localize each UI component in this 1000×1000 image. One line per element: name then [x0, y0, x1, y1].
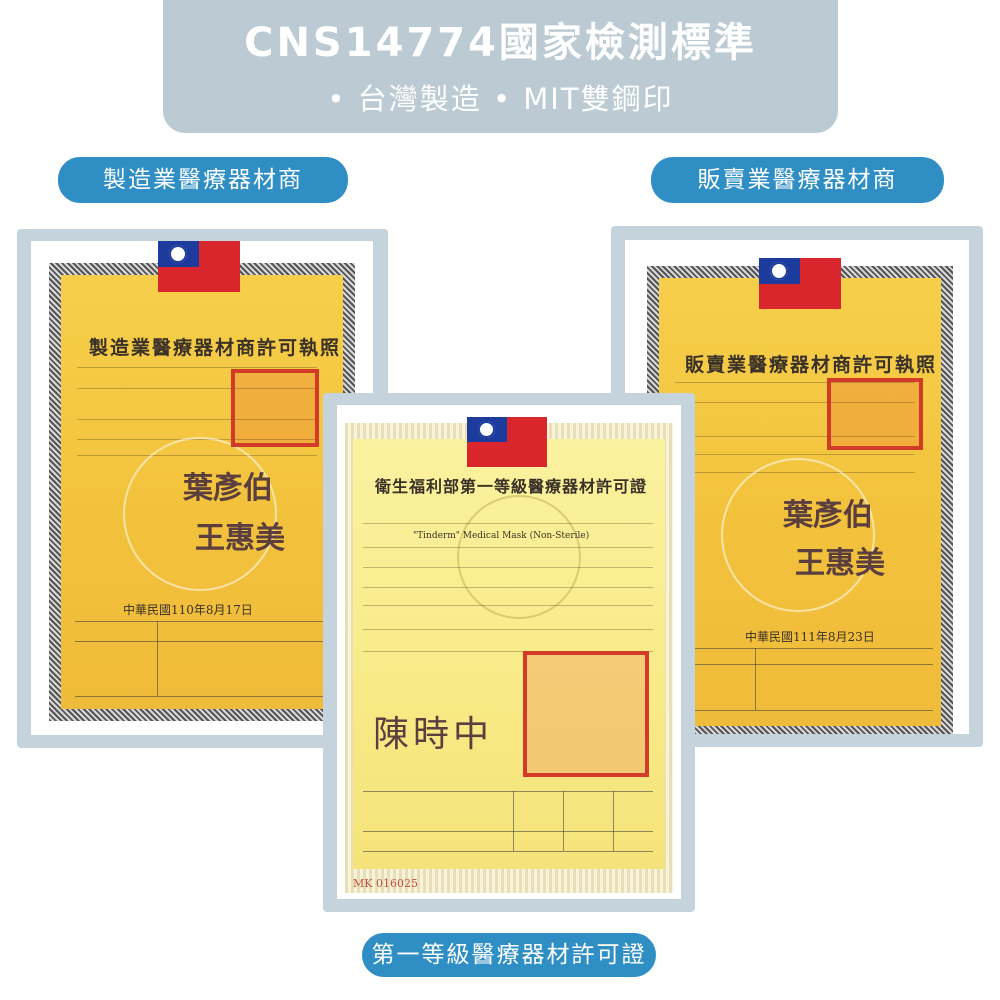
- right-signature-bottom: 王惠美: [795, 546, 885, 581]
- center-serial-number: MK 016025: [353, 877, 418, 890]
- label-class-one-license: 第一等級醫療器材許可證: [362, 933, 656, 977]
- label-seller: 販賣業醫療器材商: [651, 157, 944, 203]
- center-signature: 陳時中: [373, 714, 494, 755]
- center-product-name: "Tinderm" Medical Mask (Non-Sterile): [413, 531, 590, 541]
- sun-icon: [478, 421, 495, 438]
- left-certificate: 製造業醫療器材商許可執照 葉彥伯 王惠美 中華民國110年8月17日: [31, 241, 373, 735]
- right-certificate-date: 中華民國111年8月23日: [745, 630, 875, 644]
- emblem-watermark: [123, 437, 277, 591]
- left-signature-top: 葉彥伯: [183, 471, 273, 506]
- flag-icon: [158, 241, 240, 292]
- sun-icon: [169, 245, 187, 263]
- right-signature-top: 葉彥伯: [783, 498, 873, 533]
- left-certificate-title: 製造業醫療器材商許可執照: [89, 337, 342, 359]
- right-certificate: 販賣業醫療器材商許可執照 葉彥伯 王惠美 中華民國111年8月23日: [625, 240, 969, 734]
- flag-icon: [467, 417, 547, 467]
- official-seal-stamp: [231, 369, 319, 447]
- official-seal-stamp: [523, 651, 649, 777]
- label-manufacturer: 製造業醫療器材商: [58, 157, 348, 203]
- left-signature-bottom: 王惠美: [195, 521, 285, 556]
- center-certificate: 衛生福利部第一等級醫療器材許可證 "Tinderm" Medical Mask …: [337, 405, 681, 899]
- right-certificate-title: 販賣業醫療器材商許可執照: [685, 354, 938, 376]
- header-banner: CNS14774國家檢測標準 • 台灣製造 • MIT雙鋼印: [163, 0, 838, 133]
- banner-subtitle: • 台灣製造 • MIT雙鋼印: [327, 82, 674, 116]
- banner-title: CNS14774國家檢測標準: [244, 20, 757, 66]
- emblem-watermark: [457, 495, 581, 619]
- sun-icon: [770, 262, 788, 280]
- flag-icon: [759, 258, 841, 309]
- emblem-watermark: [721, 458, 875, 612]
- left-certificate-date: 中華民國110年8月17日: [123, 603, 253, 617]
- official-seal-stamp: [827, 378, 923, 450]
- center-certificate-title: 衛生福利部第一等級醫療器材許可證: [375, 477, 648, 496]
